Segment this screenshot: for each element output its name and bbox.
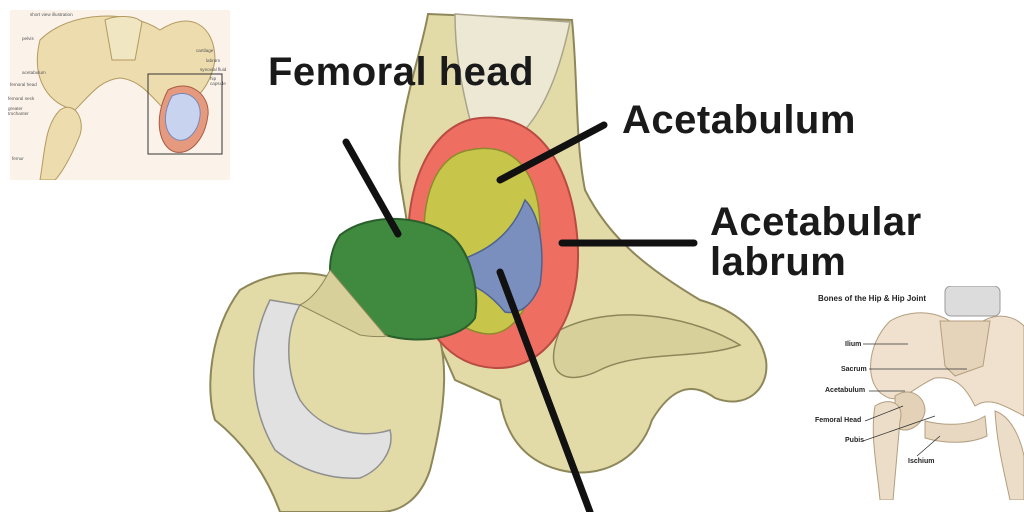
inset-hip-overview: short view illustration pelvis acetabulu…	[0, 0, 232, 181]
inset-title: Bones of the Hip & Hip Joint	[818, 294, 926, 303]
inset-label-ischium: Ischium	[908, 458, 935, 465]
inset-label-cartilage: cartilage	[196, 48, 214, 53]
inset-label-greater-trochanter: greater trochanter	[8, 106, 29, 116]
inset-label-labrum: labrum	[206, 58, 221, 63]
inset-label-femoral-head: femoral head	[10, 82, 37, 87]
inset-caption: short view illustration	[30, 12, 73, 17]
inset-label-femoral-head-right: Femoral Head	[815, 417, 862, 424]
inset-label-sacrum: Sacrum	[841, 366, 867, 373]
inset-label-pelvis: pelvis	[22, 36, 34, 41]
acetabular-labrum-label: Acetabular labrum	[710, 200, 922, 284]
inset-label-ilium: Ilium	[845, 341, 862, 348]
inset-label-acetabulum: acetabulum	[22, 70, 46, 75]
femoral-neck	[298, 269, 388, 338]
inset-label-hip-capsule: hip capsule	[210, 76, 226, 86]
inset-hip-overview-illustration	[10, 10, 230, 181]
inset-pelvis-illustration	[870, 286, 1024, 500]
inset-leader-lines	[862, 343, 967, 457]
inset-label-femoral-neck: femoral neck	[8, 96, 35, 101]
joint-capsule-band	[253, 299, 392, 479]
acetabulum-label: Acetabulum	[622, 98, 856, 142]
acetabulum-pointer	[496, 121, 608, 184]
femoral-head-label: Femoral head	[268, 50, 535, 94]
inset-label-acetabulum-right: Acetabulum	[825, 387, 866, 394]
ligament-pointer	[496, 268, 594, 512]
inset-label-femur: femur	[12, 156, 24, 161]
inset-bones-of-hip: Bones of the Hip & Hip Joint Ilium Sacru…	[805, 286, 1024, 500]
femoral-head-pointer	[342, 138, 402, 238]
inset-label-pubis: Pubis	[845, 437, 865, 444]
pubic-ramus	[552, 314, 742, 379]
inset-label-synovial-fluid: synovial fluid	[200, 67, 227, 72]
